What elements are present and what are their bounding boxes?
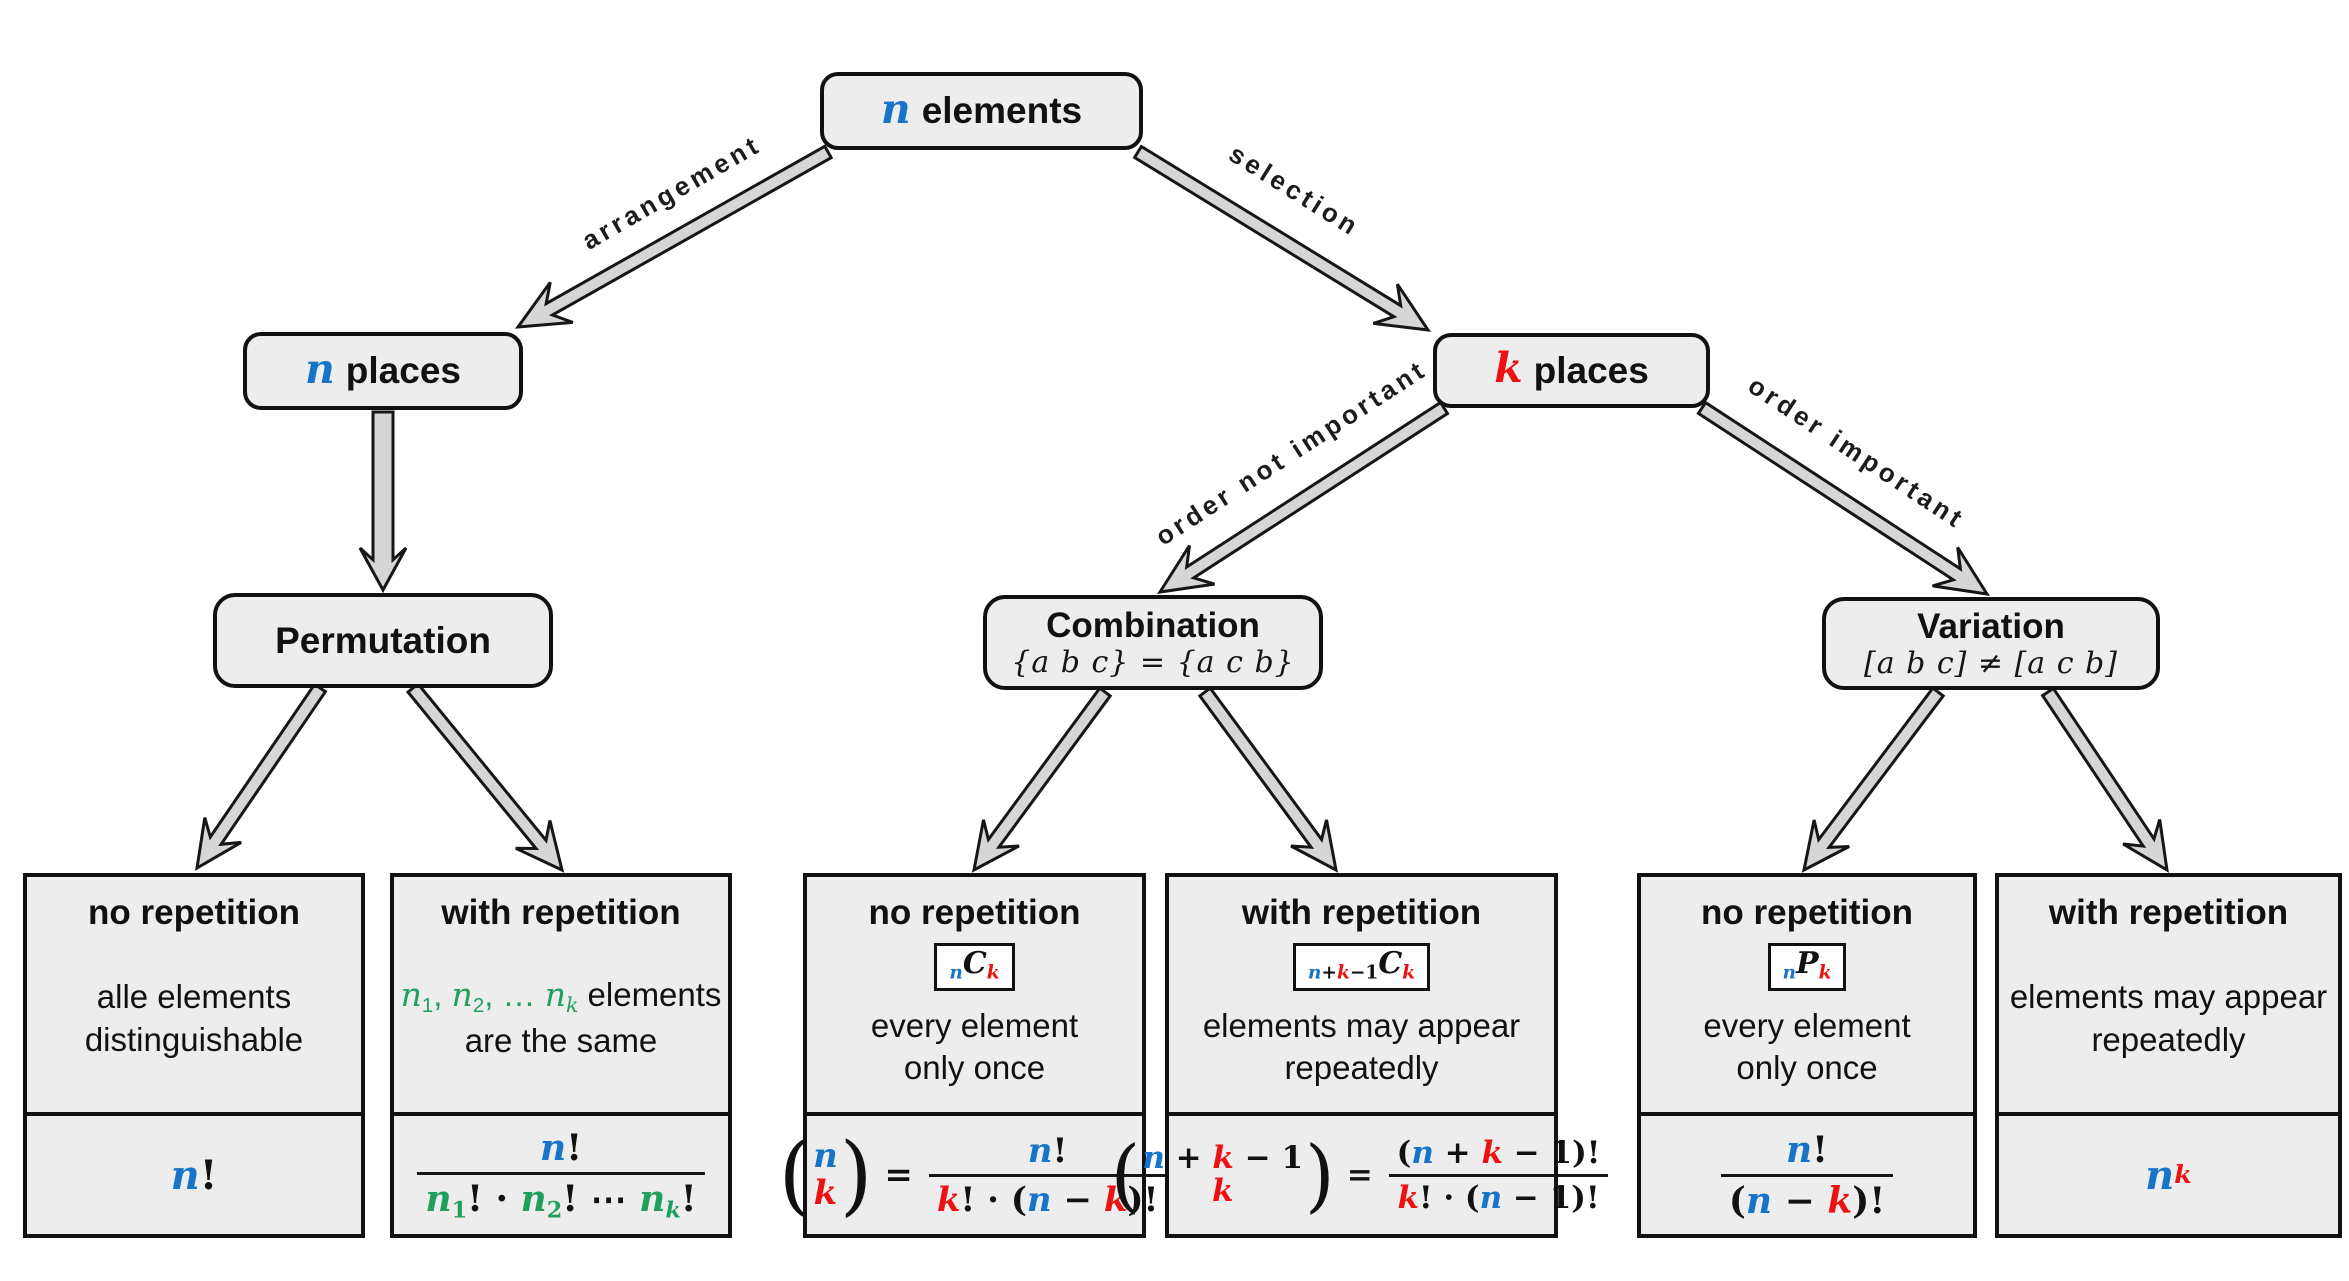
formula-binomial-with-repetition: ( n + k − 1 k ) = (n + k − 1)! k! · (n −… [1111, 1112, 1608, 1234]
var-n: n [304, 344, 335, 393]
leaf-permutation-no-repetition: no repetition alle elements distinguisha… [23, 873, 365, 1238]
leaf-body: with repetition n1, n2, … nk elements ar… [394, 877, 728, 1112]
leaf-body: with repetition n+k−1Ck elements may app… [1169, 877, 1554, 1112]
arrow [514, 144, 834, 329]
arrow [358, 410, 408, 594]
leaf-permutation-with-repetition: with repetition n1, n2, … nk elements ar… [390, 873, 732, 1238]
node-variation: Variation [a b c] ≠ [a c b] [1822, 597, 2160, 690]
leaf-variation-no-repetition: no repetition nPk every element only onc… [1637, 873, 1977, 1238]
leaf-variation-with-repetition: with repetition elements may appear repe… [1995, 873, 2342, 1238]
arrow [1696, 400, 1991, 596]
node-k-places: k places [1433, 333, 1710, 408]
leaf-body: no repetition alle elements distinguisha… [27, 877, 361, 1112]
leaf-description: elements may appear repeatedly [2009, 977, 2328, 1058]
leaf-combination-no-repetition: no repetition nCk every element only onc… [779, 873, 1167, 1238]
badge-nPk: nPk [1767, 943, 1847, 991]
arrow [405, 681, 565, 873]
leaf-body: no repetition nPk every element only onc… [1641, 877, 1973, 1112]
formula-n-factorial: n! [27, 1112, 361, 1234]
formula-n-permutation-k: n! (n − k)! [1641, 1112, 1973, 1234]
badge-n-plus-k-minus-1-Ck: n+k−1Ck [1292, 943, 1431, 991]
var-k: k [1494, 344, 1523, 392]
arrow [1156, 400, 1450, 594]
arrow [2040, 686, 2169, 873]
leaf-description: elements may appear repeatedly [1202, 1006, 1521, 1087]
arrow [1197, 685, 1339, 873]
arrow [1132, 144, 1432, 332]
badge-nCk: nCk [934, 943, 1015, 991]
leaf-header: no repetition [1701, 893, 1913, 932]
node-permutation-title: Permutation [275, 619, 491, 661]
var-n: n [880, 84, 911, 133]
arrow [971, 685, 1113, 873]
arrow [195, 682, 328, 871]
node-n-places: n places [243, 332, 523, 410]
node-combination: Combination {a b c} = {a c b} [983, 595, 1323, 690]
leaf-description: n1, n2, … nk elements are the same [400, 975, 722, 1059]
node-n-elements-label: elements [921, 90, 1083, 131]
leaf-combination-with-repetition: with repetition n+k−1Ck elements may app… [1111, 873, 1608, 1238]
node-permutation: Permutation [213, 593, 553, 688]
formula-binomial: ( n k ) = n! k! · (n − k)! [779, 1112, 1167, 1234]
leaf-header: with repetition [2048, 893, 2289, 932]
node-variation-subtitle: [a b c] ≠ [a c b] [1864, 645, 2118, 681]
formula-multinomial: n! n1! · n2! ⋯ nk! [394, 1112, 728, 1234]
node-n-elements: n elements [820, 72, 1143, 150]
arrow [1801, 686, 1946, 873]
leaf-header: with repetition [1241, 893, 1482, 932]
node-k-places-label: places [1533, 349, 1649, 391]
node-n-places-label: places [345, 350, 461, 391]
leaf-header: with repetition [441, 893, 681, 932]
leaf-description: every element only once [1703, 1006, 1911, 1087]
leaf-header: no repetition [88, 893, 300, 932]
node-variation-title: Variation [1917, 606, 2065, 646]
leaf-header: no repetition [868, 893, 1081, 932]
node-combination-title: Combination [1046, 605, 1260, 645]
leaf-body: no repetition nCk every element only onc… [807, 877, 1142, 1112]
leaf-body: with repetition elements may appear repe… [1999, 877, 2338, 1112]
leaf-description: alle elements distinguishable [84, 977, 304, 1058]
leaf-description: every element only once [870, 1006, 1079, 1087]
node-combination-subtitle: {a b c} = {a c b} [1011, 644, 1295, 680]
